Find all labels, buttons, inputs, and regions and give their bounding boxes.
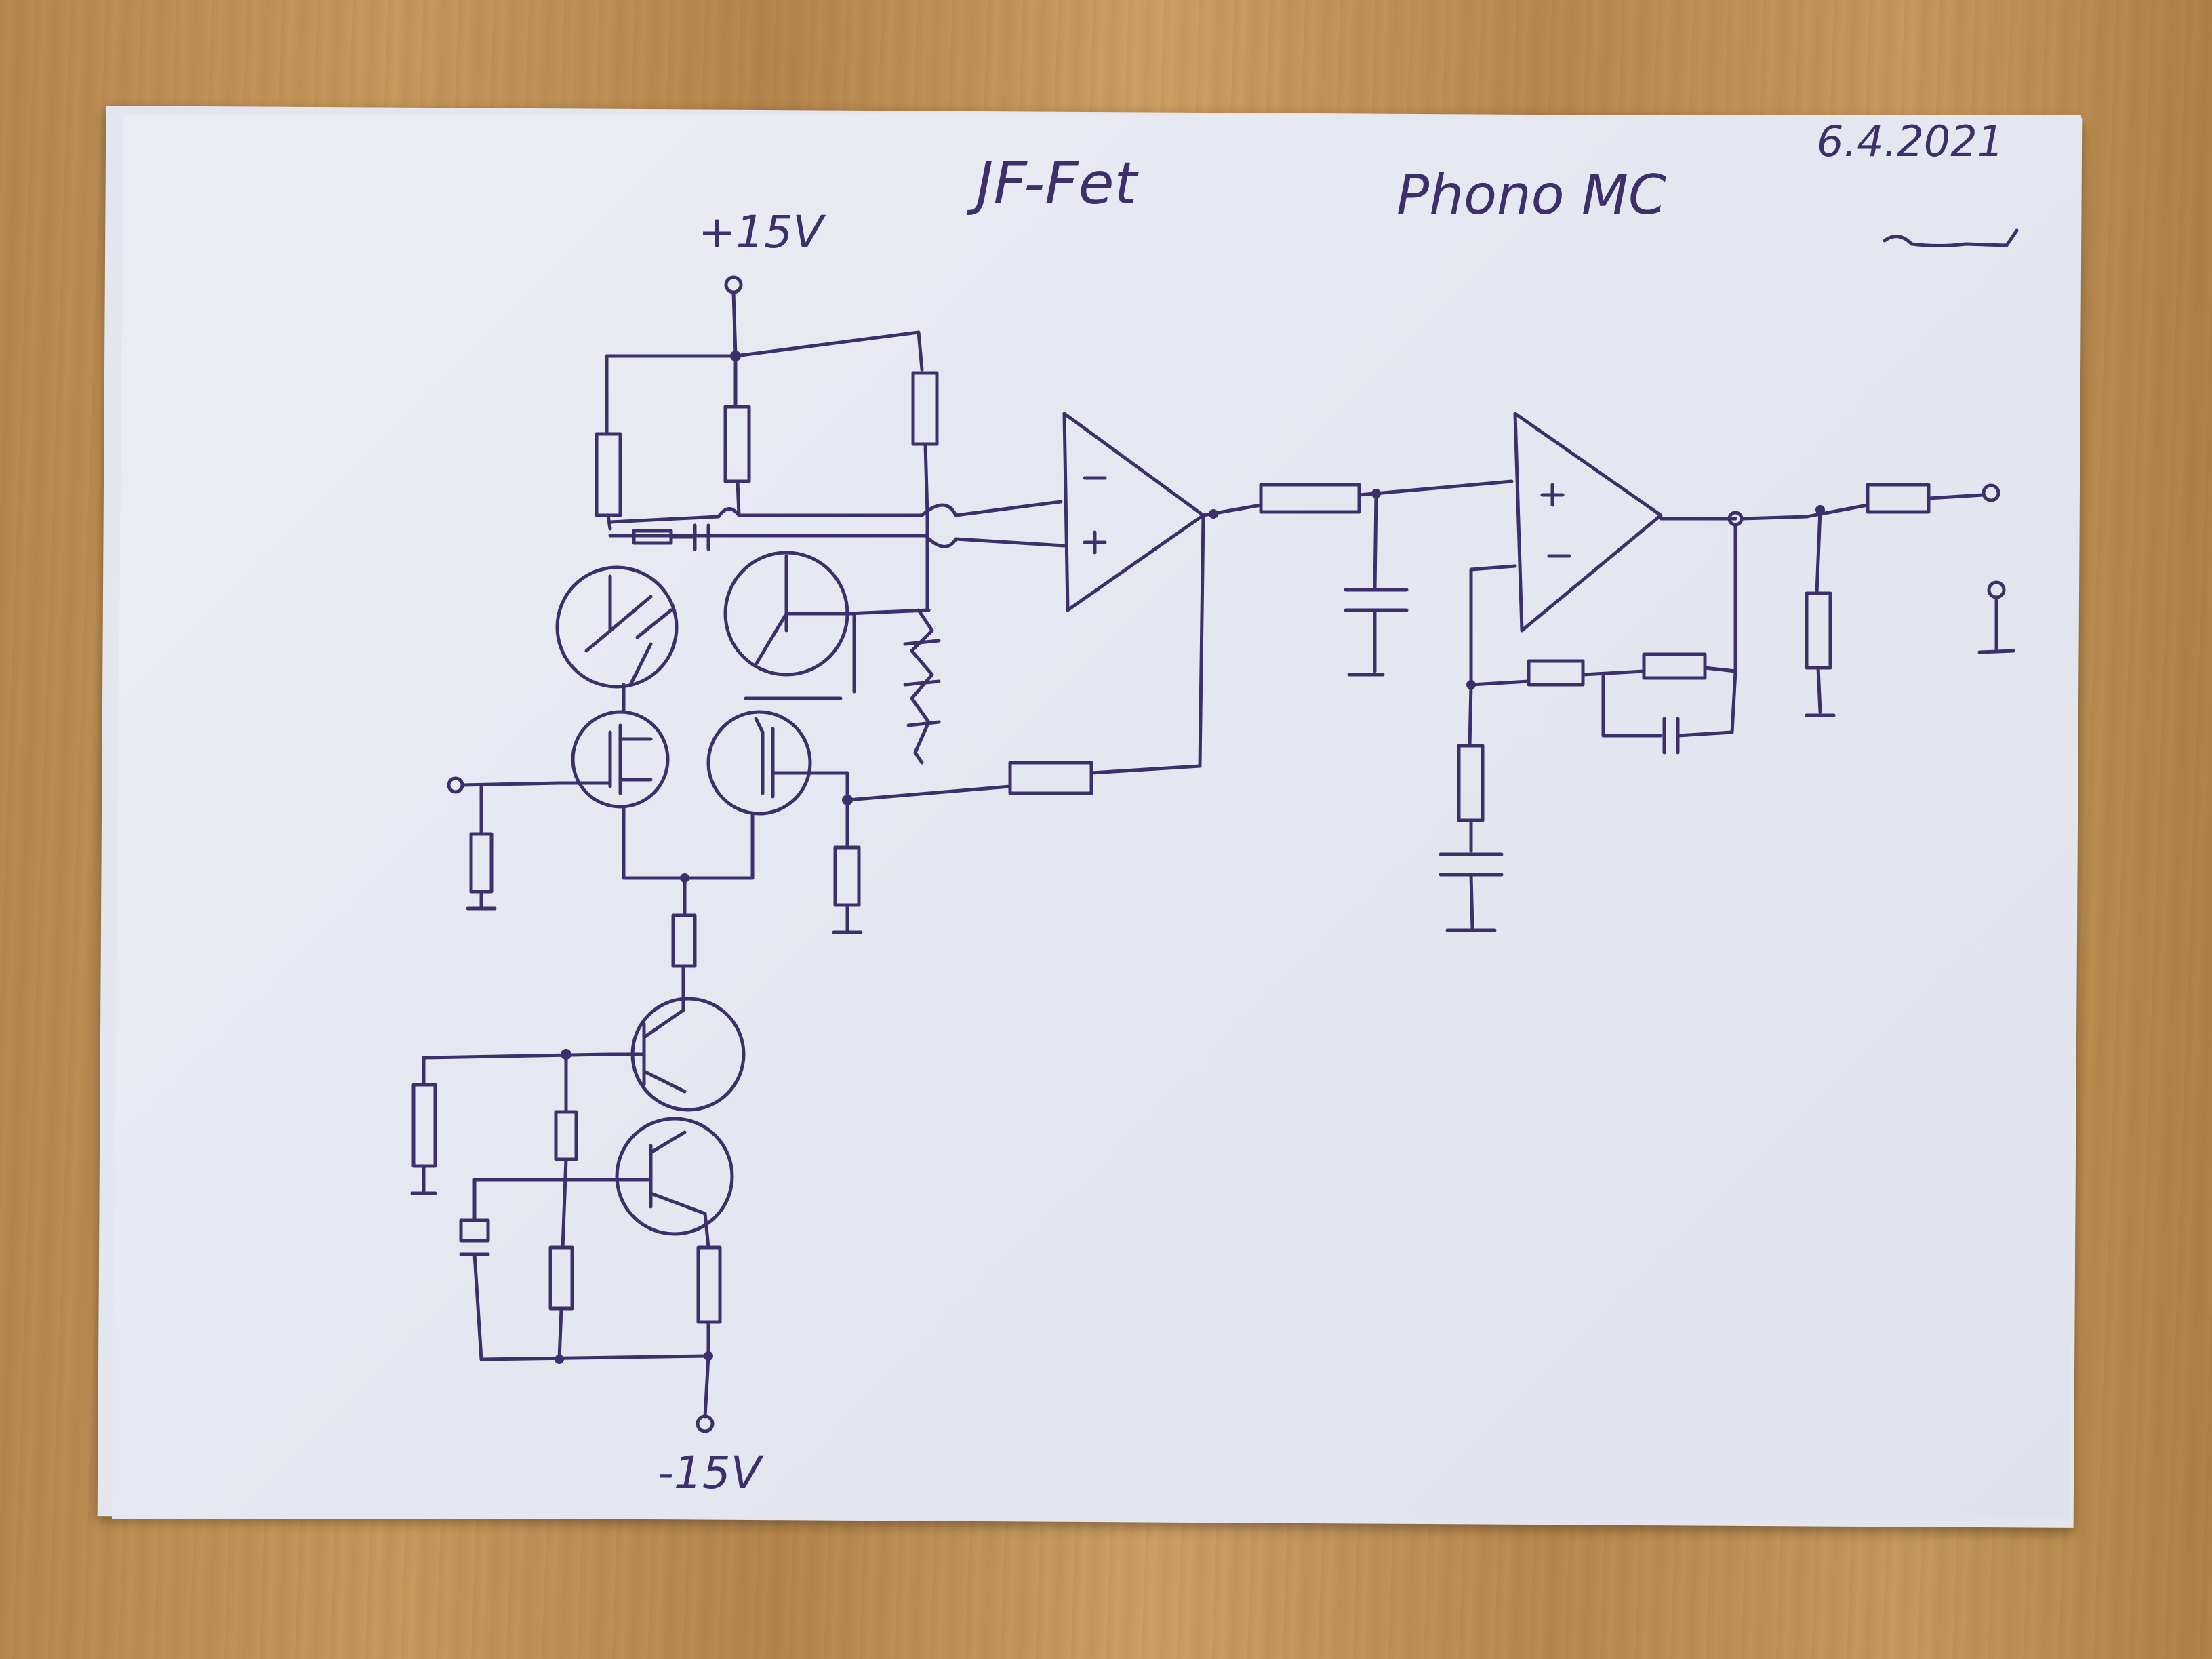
transistor-current-source-upper [608, 997, 746, 1112]
resistor-tail [671, 913, 697, 1012]
opamp-1 [1062, 412, 1205, 612]
subtitle-text: Phono MC [1396, 163, 1666, 226]
title-text: JF-Fet [966, 150, 1140, 218]
output-ground-terminal [1977, 580, 2015, 654]
resistor-bias-left [410, 1083, 437, 1195]
feedback-resistor-capacitor [632, 523, 710, 551]
positive-supply-terminal [724, 275, 743, 358]
bias-network-wires [422, 1049, 710, 1250]
resistor-bias-upper [554, 1110, 578, 1250]
resistor-right-load [911, 371, 939, 517]
opamp-2-output-wire [1659, 511, 1809, 680]
negative-supply-terminal [696, 1414, 715, 1433]
tail-wires [622, 805, 755, 917]
jfet-left [557, 683, 670, 809]
signature-mark [1883, 228, 2019, 247]
resistor-bias-lower [548, 1245, 574, 1361]
resistor-feedback-gate [832, 513, 1205, 934]
transistor-cascode-right [723, 551, 931, 694]
transistor-current-source-lower [561, 1117, 734, 1236]
resistor-center-load [723, 354, 751, 517]
capacitor-rc-filter [1344, 492, 1409, 677]
date-text: 6.4.2021 [1817, 117, 2004, 166]
riaa-feedback-network [1466, 652, 1737, 755]
resistor-rc-filter [1259, 479, 1514, 514]
positive-rail-wires [605, 330, 924, 436]
resistor-input [466, 832, 497, 911]
capacitor-bias [459, 1218, 490, 1361]
jfet-right [706, 696, 849, 816]
positive-supply-label: +15V [698, 206, 826, 258]
negative-supply-label: -15V [658, 1447, 764, 1499]
negative-rail-wires [479, 1351, 713, 1419]
output-terminal [1982, 483, 2000, 502]
opamp-2 [1469, 412, 1663, 687]
transistor-cascode-left [555, 565, 679, 689]
resistor-left-load [595, 432, 622, 531]
differential-output-wires [608, 500, 1066, 612]
input-terminal [447, 776, 561, 836]
diode-string [903, 608, 941, 765]
resistor-emitter [696, 1245, 722, 1358]
resistor-gain-to-ground [1457, 683, 1485, 853]
opamp-1-output-wire [1201, 503, 1263, 519]
output-network [1805, 483, 1985, 717]
capacitor-gain-to-ground [1439, 852, 1504, 932]
paper-sheet [112, 115, 2081, 1519]
